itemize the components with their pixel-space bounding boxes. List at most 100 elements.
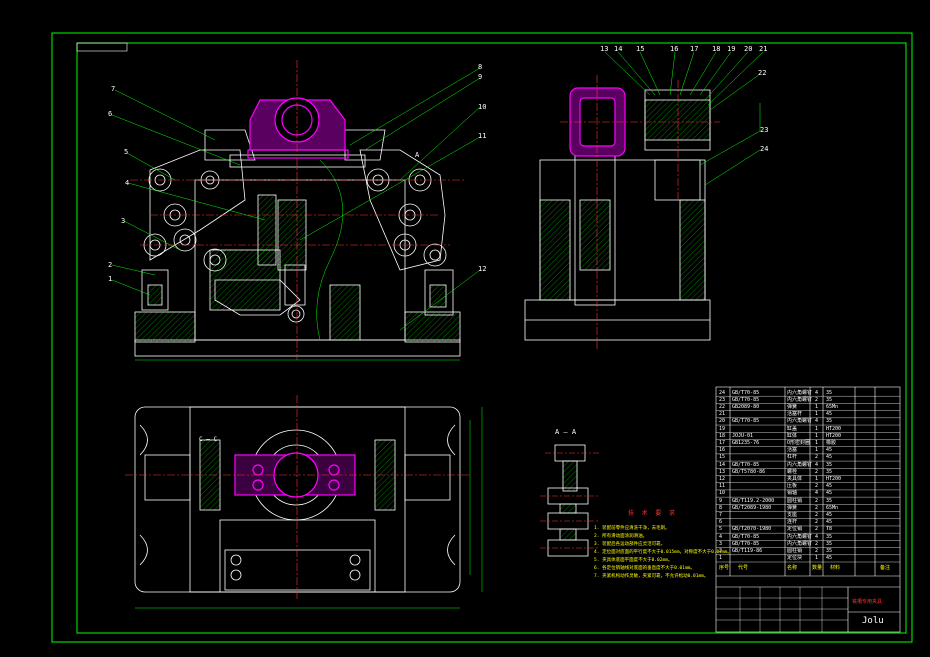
bom-cell-no: 9 [719, 497, 723, 504]
bom-cell-mat: 45 [826, 454, 833, 461]
bom-header-qty: 数量 [812, 565, 823, 571]
bom-cell-no: 15 [719, 454, 726, 461]
title-block-grid [716, 587, 848, 632]
note-1: 1. 装配前零件应清洗干净，去毛刺。 [594, 526, 670, 531]
bom-cell-qty: 1 [815, 411, 819, 418]
bom-cell-mat: 35 [826, 548, 833, 555]
bom-cell-mat: 45 [826, 512, 833, 519]
callout-13: 13 [600, 45, 609, 53]
bom-cell-mat: 45 [826, 411, 833, 418]
brand-label: Jolu [862, 616, 884, 626]
bom-cell-code: GB/T2070-1980 [732, 526, 772, 533]
bom-cell-code: GB2089-80 [732, 403, 760, 410]
bom-cell-qty: 1 [815, 476, 819, 482]
callout-15: 15 [636, 45, 645, 53]
bom-cell-mat: 65Mn [826, 403, 839, 410]
bom-cell-qty: 1 [815, 439, 819, 446]
bom-cell-code: GB/T119-86 [732, 548, 763, 555]
bom-cell-mat: 35 [826, 533, 833, 540]
front-view[interactable] [134, 129, 461, 357]
bom-cell-no: 14 [719, 461, 726, 468]
side-centerlines [560, 75, 720, 350]
bom-cell-qty: 2 [815, 519, 819, 526]
bom-cell-mat: 45 [826, 483, 833, 490]
bom-cell-qty: 4 [815, 490, 819, 497]
callout-18: 18 [712, 45, 721, 53]
bom-header-mat: 材料 [830, 565, 841, 571]
section-mark-front: A [415, 151, 420, 159]
workpiece-front[interactable] [247, 97, 349, 159]
bom-cell-no: 24 [719, 389, 726, 396]
bom-cell-qty: 2 [815, 504, 819, 511]
bom-cell-mat: HT200 [826, 476, 842, 482]
drawing-title: 铣槽专用夹具 [852, 599, 883, 605]
bom-cell-no: 6 [719, 519, 723, 526]
bom-cell-mat: 35 [826, 418, 833, 425]
callout-7: 7 [111, 85, 116, 93]
bom-cell-no: 11 [719, 483, 726, 490]
bom-cell-no: 19 [719, 425, 726, 432]
bom-cell-mat: 橡胶 [826, 439, 837, 446]
bom-cell-no: 10 [719, 490, 726, 497]
bom-cell-qty: 2 [815, 468, 819, 475]
callout-20: 20 [744, 45, 753, 53]
bom-header-code: 代号 [738, 565, 749, 571]
bom-cell-name: 螺栓 [787, 468, 798, 475]
callout-9: 9 [478, 73, 483, 81]
bom-cell-qty: 2 [815, 512, 819, 519]
callout-8: 8 [478, 63, 483, 71]
callout-11: 11 [478, 132, 487, 140]
section-a-a[interactable] [547, 444, 589, 557]
bom-cell-no: 21 [719, 411, 726, 418]
bom-cell-name: 定位销 [787, 526, 803, 533]
bom-cell-qty: 2 [815, 483, 819, 490]
bom-cell-qty: 4 [815, 418, 819, 425]
bom-cell-name: O形密封圈 [787, 439, 811, 446]
bom-cell-no: 2 [719, 548, 723, 555]
bom-cell-name: 内六角螺钉 [787, 533, 813, 540]
bom-cell-qty: 1 [815, 403, 819, 410]
bom-cell-qty: 2 [815, 497, 819, 504]
side-leaders [604, 51, 764, 186]
bom-cell-mat: HT200 [826, 425, 842, 432]
bom-cell-code: GB/T70-85 [732, 418, 760, 425]
bom-cell-name: 压板 [787, 483, 798, 490]
front-leaders [111, 67, 481, 361]
bom-cell-no: 18 [719, 432, 726, 439]
callout-21: 21 [759, 45, 768, 53]
bom-cell-name: 弹簧 [787, 403, 798, 410]
bom-cell-code: GB/T70-85 [732, 396, 760, 403]
note-5: 5. 夹具体底面平面度不大于0.02mm。 [594, 558, 673, 563]
bom-cell-qty: 4 [815, 533, 819, 540]
bom-cell-mat: 35 [826, 389, 833, 396]
bom-header-no: 序号 [719, 565, 730, 571]
bom-cell-qty: 4 [815, 389, 819, 396]
bom-cell-name: 杠杆 [787, 454, 798, 461]
bom-cell-code: GB/T70-85 [732, 389, 760, 396]
callout-2: 2 [108, 261, 113, 269]
bom-cell-no: 8 [719, 504, 723, 511]
bom-cell-name: 活塞杆 [787, 411, 803, 418]
bom-cell-mat: 35 [826, 540, 833, 547]
bom-header-name: 名称 [787, 565, 798, 571]
bom-cell-qty: 1 [815, 447, 819, 454]
bom-cell-name: 弹簧 [787, 504, 798, 511]
note-7: 7. 夹紧机构动作灵敏，夹紧可靠，不允许松动0.01mm。 [594, 574, 709, 579]
plan-view[interactable] [134, 406, 461, 593]
bom-cell-qty: 1 [815, 555, 819, 562]
callout-3: 3 [121, 217, 126, 225]
callout-10: 10 [478, 103, 487, 111]
bom-cell-name: 内六角螺钉 [787, 461, 813, 468]
bom-cell-code: GB/T2089-1980 [732, 504, 772, 511]
callout-24: 24 [760, 145, 769, 153]
callout-19: 19 [727, 45, 736, 53]
side-view[interactable] [524, 89, 711, 341]
section-mark-plan: C — C [199, 436, 218, 443]
bom-cell-no: 5 [719, 526, 723, 533]
notes-title: 技 术 要 求 [628, 510, 677, 517]
bom-cell-no: 7 [719, 512, 723, 519]
callout-6: 6 [108, 110, 113, 118]
plan-dims [135, 407, 483, 609]
bom-cell-name: 内六角螺钉 [787, 540, 813, 547]
